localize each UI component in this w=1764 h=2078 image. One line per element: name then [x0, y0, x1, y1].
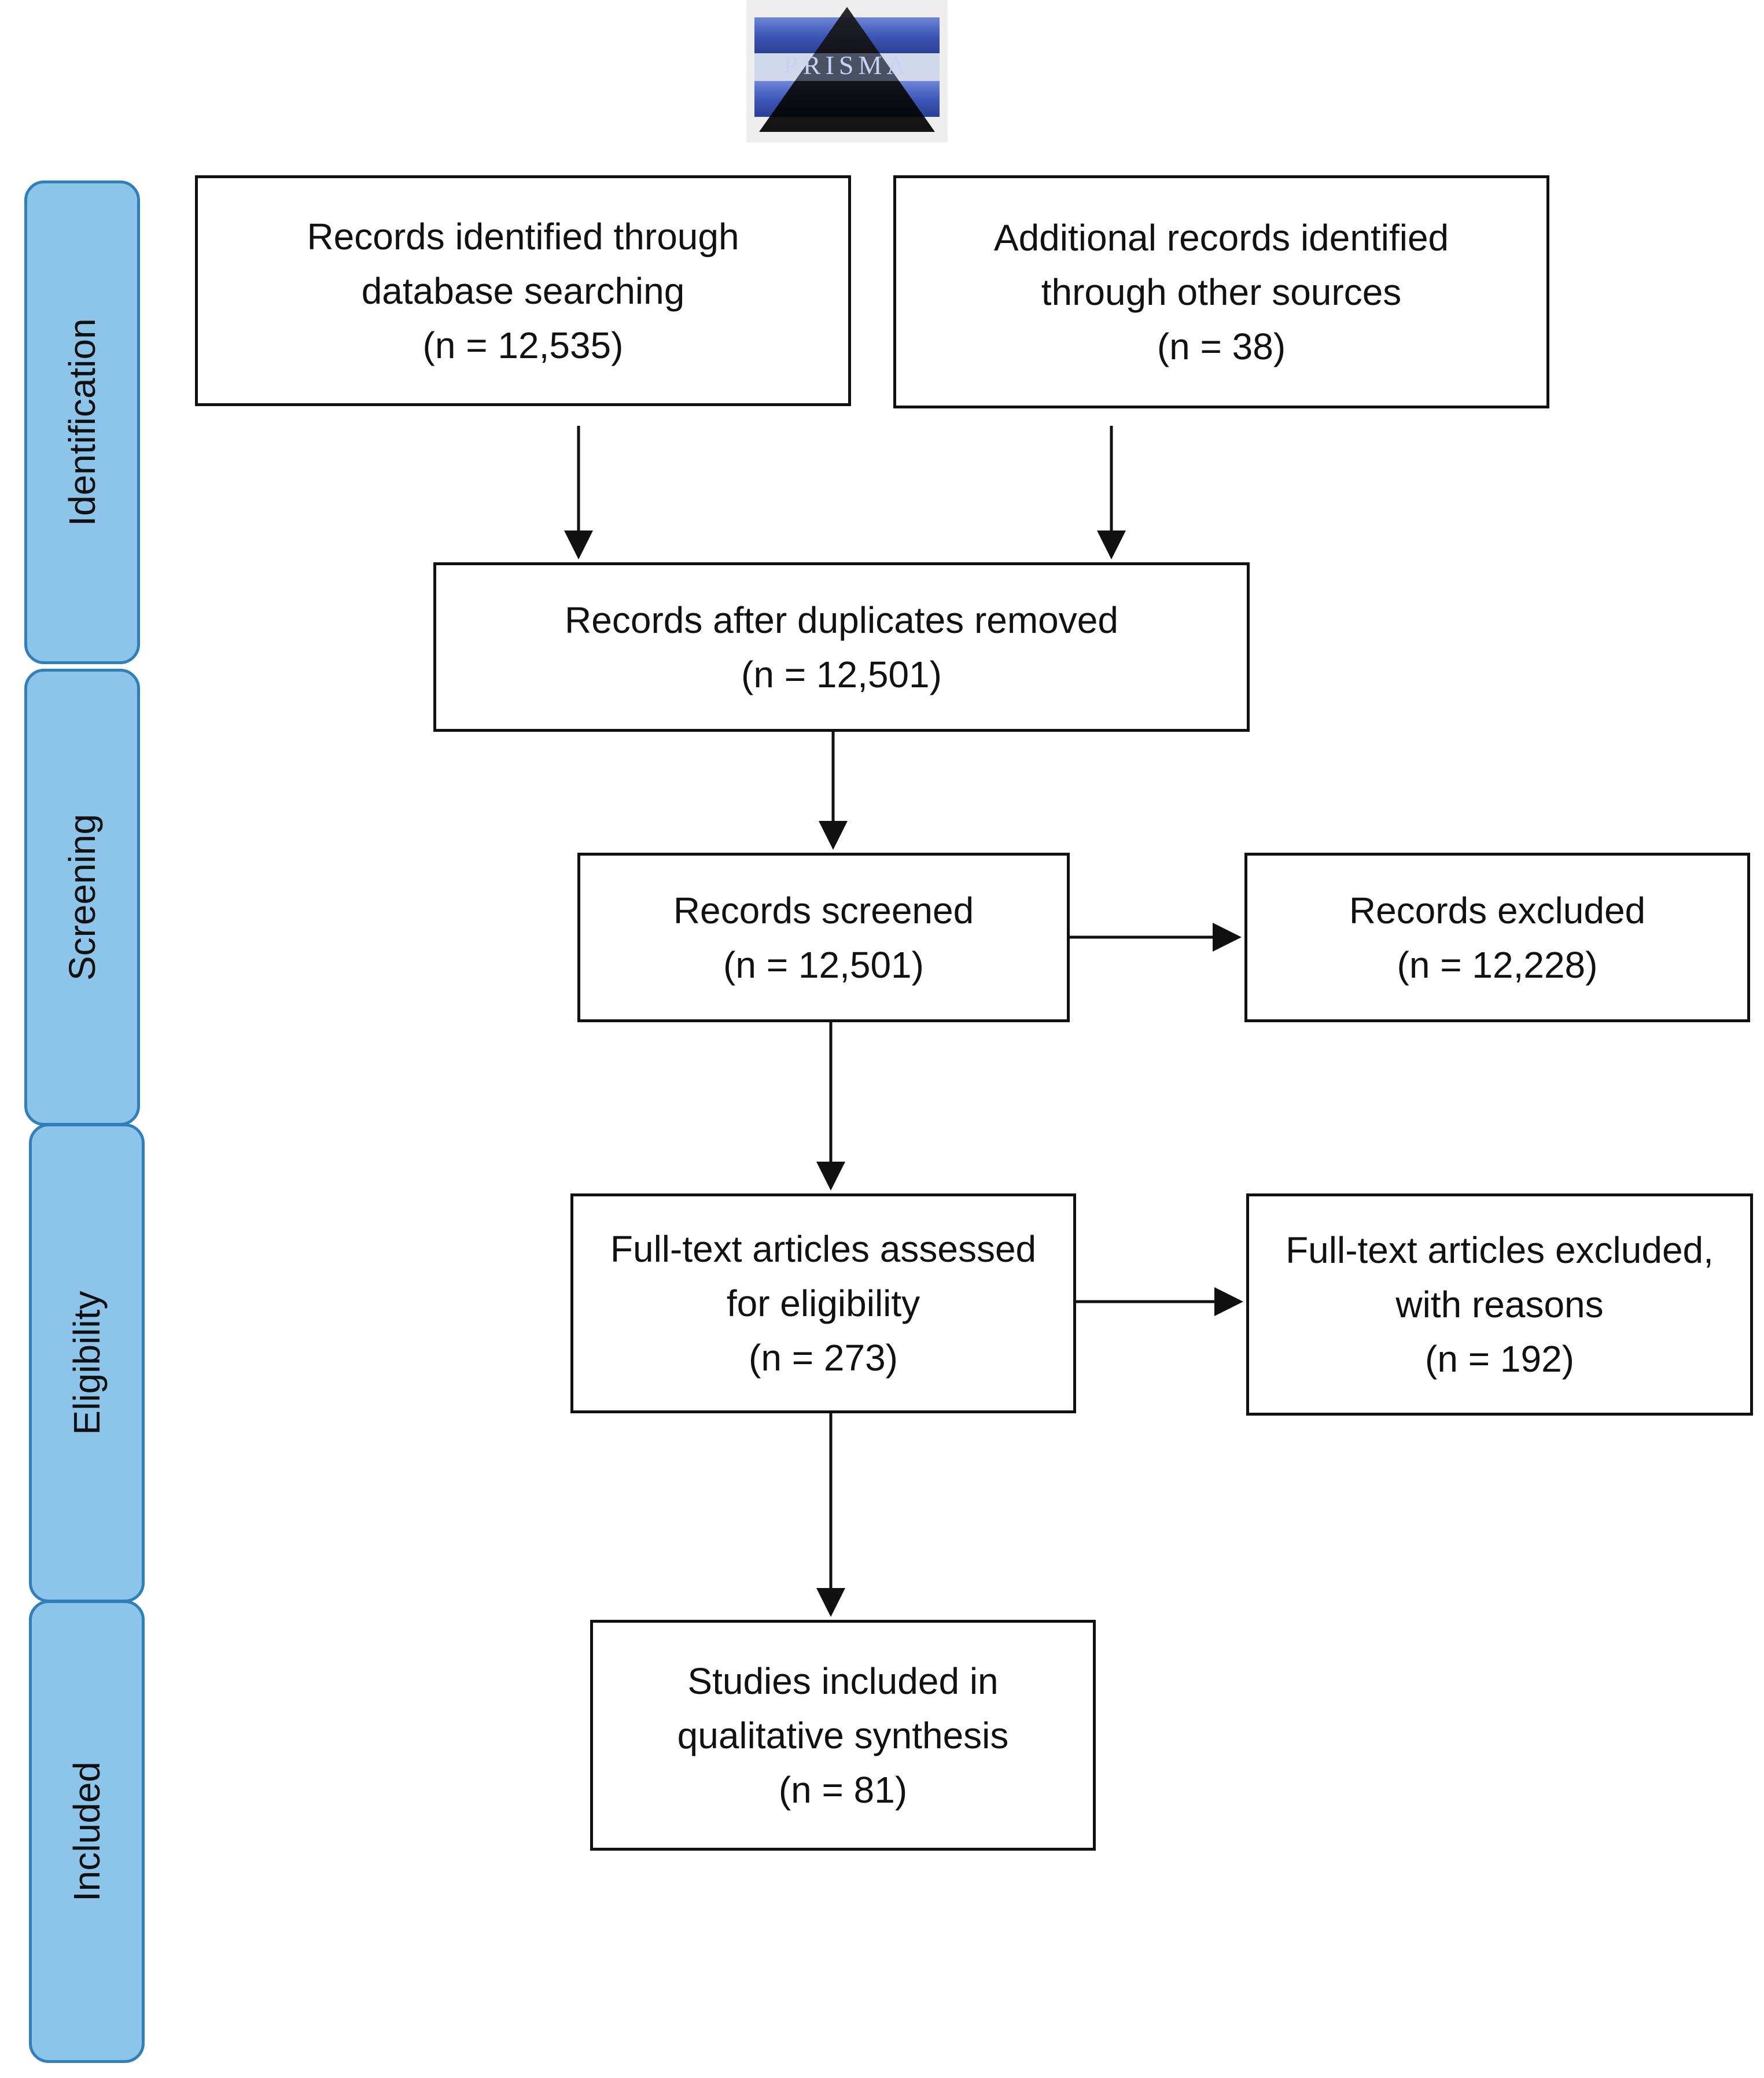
stage-identification-label: Identification — [61, 318, 103, 526]
box-included-studies-line1: Studies included in — [687, 1660, 999, 1702]
stage-identification: Identification — [24, 180, 140, 664]
logo-text: PRISMA — [783, 50, 910, 80]
box-other-sources-line2: through other sources — [1041, 271, 1402, 313]
stage-included: Included — [29, 1600, 145, 2063]
box-after-duplicates-line1: Records after duplicates removed — [565, 599, 1118, 641]
box-included-studies: Studies included in qualitative synthesi… — [590, 1620, 1096, 1851]
box-fulltext-excluded-line1: Full-text articles excluded, — [1286, 1229, 1714, 1271]
box-records-screened: Records screened (n = 12,501) — [577, 853, 1070, 1022]
box-fulltext-assessed-count: (n = 273) — [749, 1337, 898, 1379]
stage-eligibility: Eligibility — [29, 1123, 145, 1602]
box-database-search-line2: database searching — [361, 270, 685, 312]
box-after-duplicates-count: (n = 12,501) — [741, 653, 942, 695]
box-fulltext-assessed-line1: Full-text articles assessed — [610, 1228, 1037, 1270]
stage-screening: Screening — [24, 669, 140, 1126]
box-database-search-line1: Records identified through — [307, 215, 739, 257]
box-records-screened-count: (n = 12,501) — [723, 944, 924, 986]
box-fulltext-excluded-count: (n = 192) — [1425, 1338, 1574, 1380]
box-fulltext-excluded-line2: with reasons — [1395, 1284, 1604, 1325]
box-after-duplicates: Records after duplicates removed (n = 12… — [433, 562, 1250, 732]
box-fulltext-excluded: Full-text articles excluded, with reason… — [1246, 1193, 1753, 1416]
box-database-search: Records identified through database sear… — [195, 175, 851, 406]
box-other-sources-count: (n = 38) — [1157, 325, 1286, 367]
prisma-logo: PRISMA — [746, 0, 948, 142]
stage-included-label: Included — [66, 1762, 108, 1902]
stage-screening-label: Screening — [61, 813, 103, 981]
box-database-search-count: (n = 12,535) — [422, 324, 624, 366]
box-other-sources-line1: Additional records identified — [993, 216, 1449, 259]
box-other-sources: Additional records identified through ot… — [893, 175, 1549, 408]
box-included-studies-count: (n = 81) — [778, 1768, 908, 1811]
box-records-excluded: Records excluded (n = 12,228) — [1244, 853, 1750, 1022]
box-fulltext-assessed: Full-text articles assessed for eligibil… — [570, 1193, 1076, 1413]
box-fulltext-assessed-line2: for eligibility — [726, 1283, 920, 1324]
stage-eligibility-label: Eligibility — [66, 1291, 108, 1435]
box-records-screened-line1: Records screened — [673, 889, 974, 931]
box-records-excluded-line1: Records excluded — [1349, 889, 1646, 931]
box-included-studies-line2: qualitative synthesis — [677, 1714, 1009, 1756]
box-records-excluded-count: (n = 12,228) — [1397, 944, 1598, 986]
